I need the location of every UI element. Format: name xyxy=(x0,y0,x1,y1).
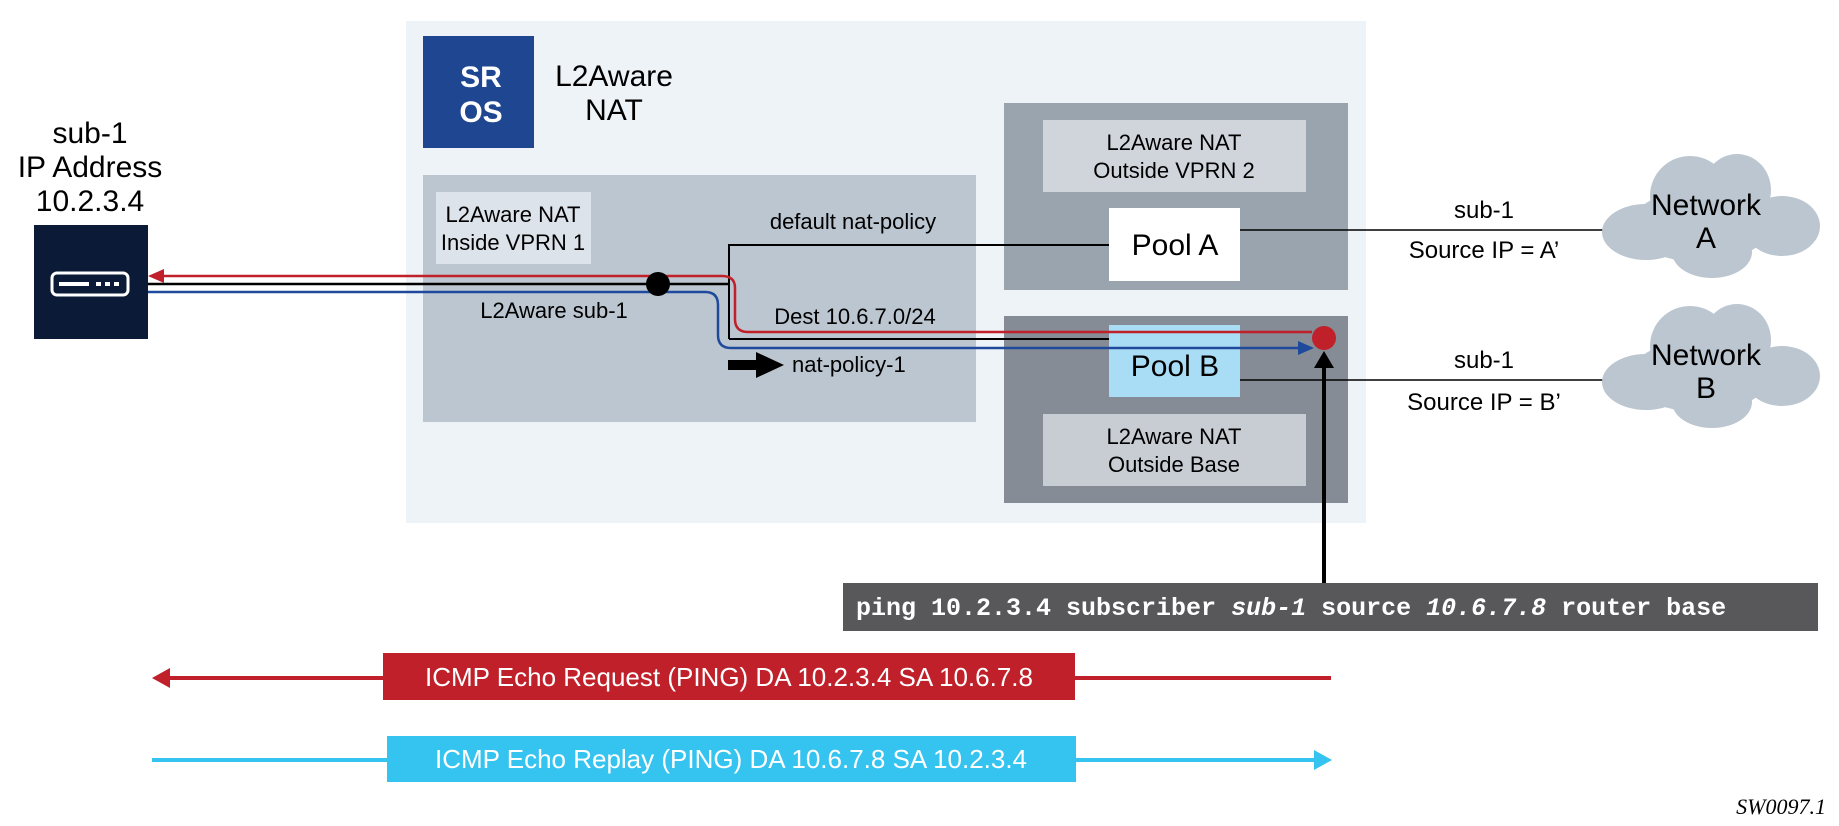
link-a-top-label: sub-1 xyxy=(1454,197,1514,224)
request-flow-label-box xyxy=(383,653,1075,700)
outside-base-label-line1: L2Aware NAT xyxy=(1107,424,1242,449)
inside-vprn-label-box xyxy=(436,192,591,264)
pool-a-box xyxy=(1109,208,1240,281)
policy-arrow-icon xyxy=(728,352,784,378)
command-pointer-arrowhead xyxy=(1314,351,1334,368)
command-part-5: router base xyxy=(1546,594,1726,623)
network-b-cloud-icon xyxy=(1602,304,1820,428)
logo-line1: SR xyxy=(460,61,502,94)
subscriber-name: sub-1 xyxy=(52,117,127,150)
reply-arrowhead xyxy=(1298,341,1314,355)
outside-base-label-line2: Outside Base xyxy=(1108,452,1240,477)
network-a-cloud-icon xyxy=(1602,154,1820,278)
router-device-icon[interactable] xyxy=(34,225,148,339)
pool-b-label: Pool B xyxy=(1131,350,1219,383)
reply-flow-label: ICMP Echo Replay (PING) DA 10.6.7.8 SA 1… xyxy=(435,744,1027,774)
network-b-line2: B xyxy=(1696,372,1716,405)
sros-logo: SR OS xyxy=(423,36,534,148)
reply-flow-label-box xyxy=(387,736,1076,782)
outside-vprn2-label-box xyxy=(1043,120,1306,192)
outside-base-label-box xyxy=(1043,414,1306,486)
link-b-top-label: sub-1 xyxy=(1454,347,1514,374)
nat-policy-1-label: nat-policy-1 xyxy=(792,352,906,377)
default-policy-label: default nat-policy xyxy=(770,209,936,234)
subscriber-ip: 10.2.3.4 xyxy=(36,185,144,218)
command-source: 10.6.7.8 xyxy=(1426,594,1546,623)
figure-id: SW0097.1 xyxy=(1736,794,1826,819)
link-b-bottom-label: Source IP = B’ xyxy=(1407,389,1561,416)
router-title-line1: L2Aware xyxy=(555,60,673,93)
request-arrowhead xyxy=(148,269,164,283)
network-b-line1: Network xyxy=(1651,339,1762,372)
network-a-line1: Network xyxy=(1651,189,1762,222)
request-flow-label: ICMP Echo Request (PING) DA 10.2.3.4 SA … xyxy=(425,662,1033,692)
outside-vprn2-label-line2: Outside VPRN 2 xyxy=(1093,158,1254,183)
link-a-bottom-label: Source IP = A’ xyxy=(1409,237,1560,264)
inside-vprn-label-line2: Inside VPRN 1 xyxy=(441,230,585,255)
pool-a-label: Pool A xyxy=(1132,229,1219,262)
dest-prefix-label: Dest 10.6.7.0/24 xyxy=(774,304,935,329)
l2aware-sub-label: L2Aware sub-1 xyxy=(480,298,628,323)
request-flow-arrowhead xyxy=(152,668,170,688)
command-part-1: ping 10.2.3.4 subscriber xyxy=(856,594,1231,623)
pool-b-box xyxy=(1109,325,1240,397)
command-box xyxy=(843,583,1818,631)
command-subscriber: sub-1 xyxy=(1231,594,1306,623)
reply-path xyxy=(148,290,1300,350)
command-text: ping 10.2.3.4 subscriber sub-1 source 10… xyxy=(856,594,1726,623)
router-title-line2: NAT xyxy=(585,94,643,127)
subscriber-ip-label: IP Address xyxy=(18,151,163,184)
request-path xyxy=(160,274,1312,334)
inside-vprn-label-line1: L2Aware NAT xyxy=(446,202,581,227)
ping-origin-dot xyxy=(1312,326,1336,350)
reply-flow-arrowhead xyxy=(1314,750,1332,770)
network-a-line2: A xyxy=(1696,222,1716,255)
outside-vprn2-label-line1: L2Aware NAT xyxy=(1107,130,1242,155)
command-part-3: source xyxy=(1306,594,1426,623)
policy-bracket xyxy=(728,244,1109,339)
logo-line2: OS xyxy=(459,96,502,129)
sub-junction-dot xyxy=(646,272,670,296)
